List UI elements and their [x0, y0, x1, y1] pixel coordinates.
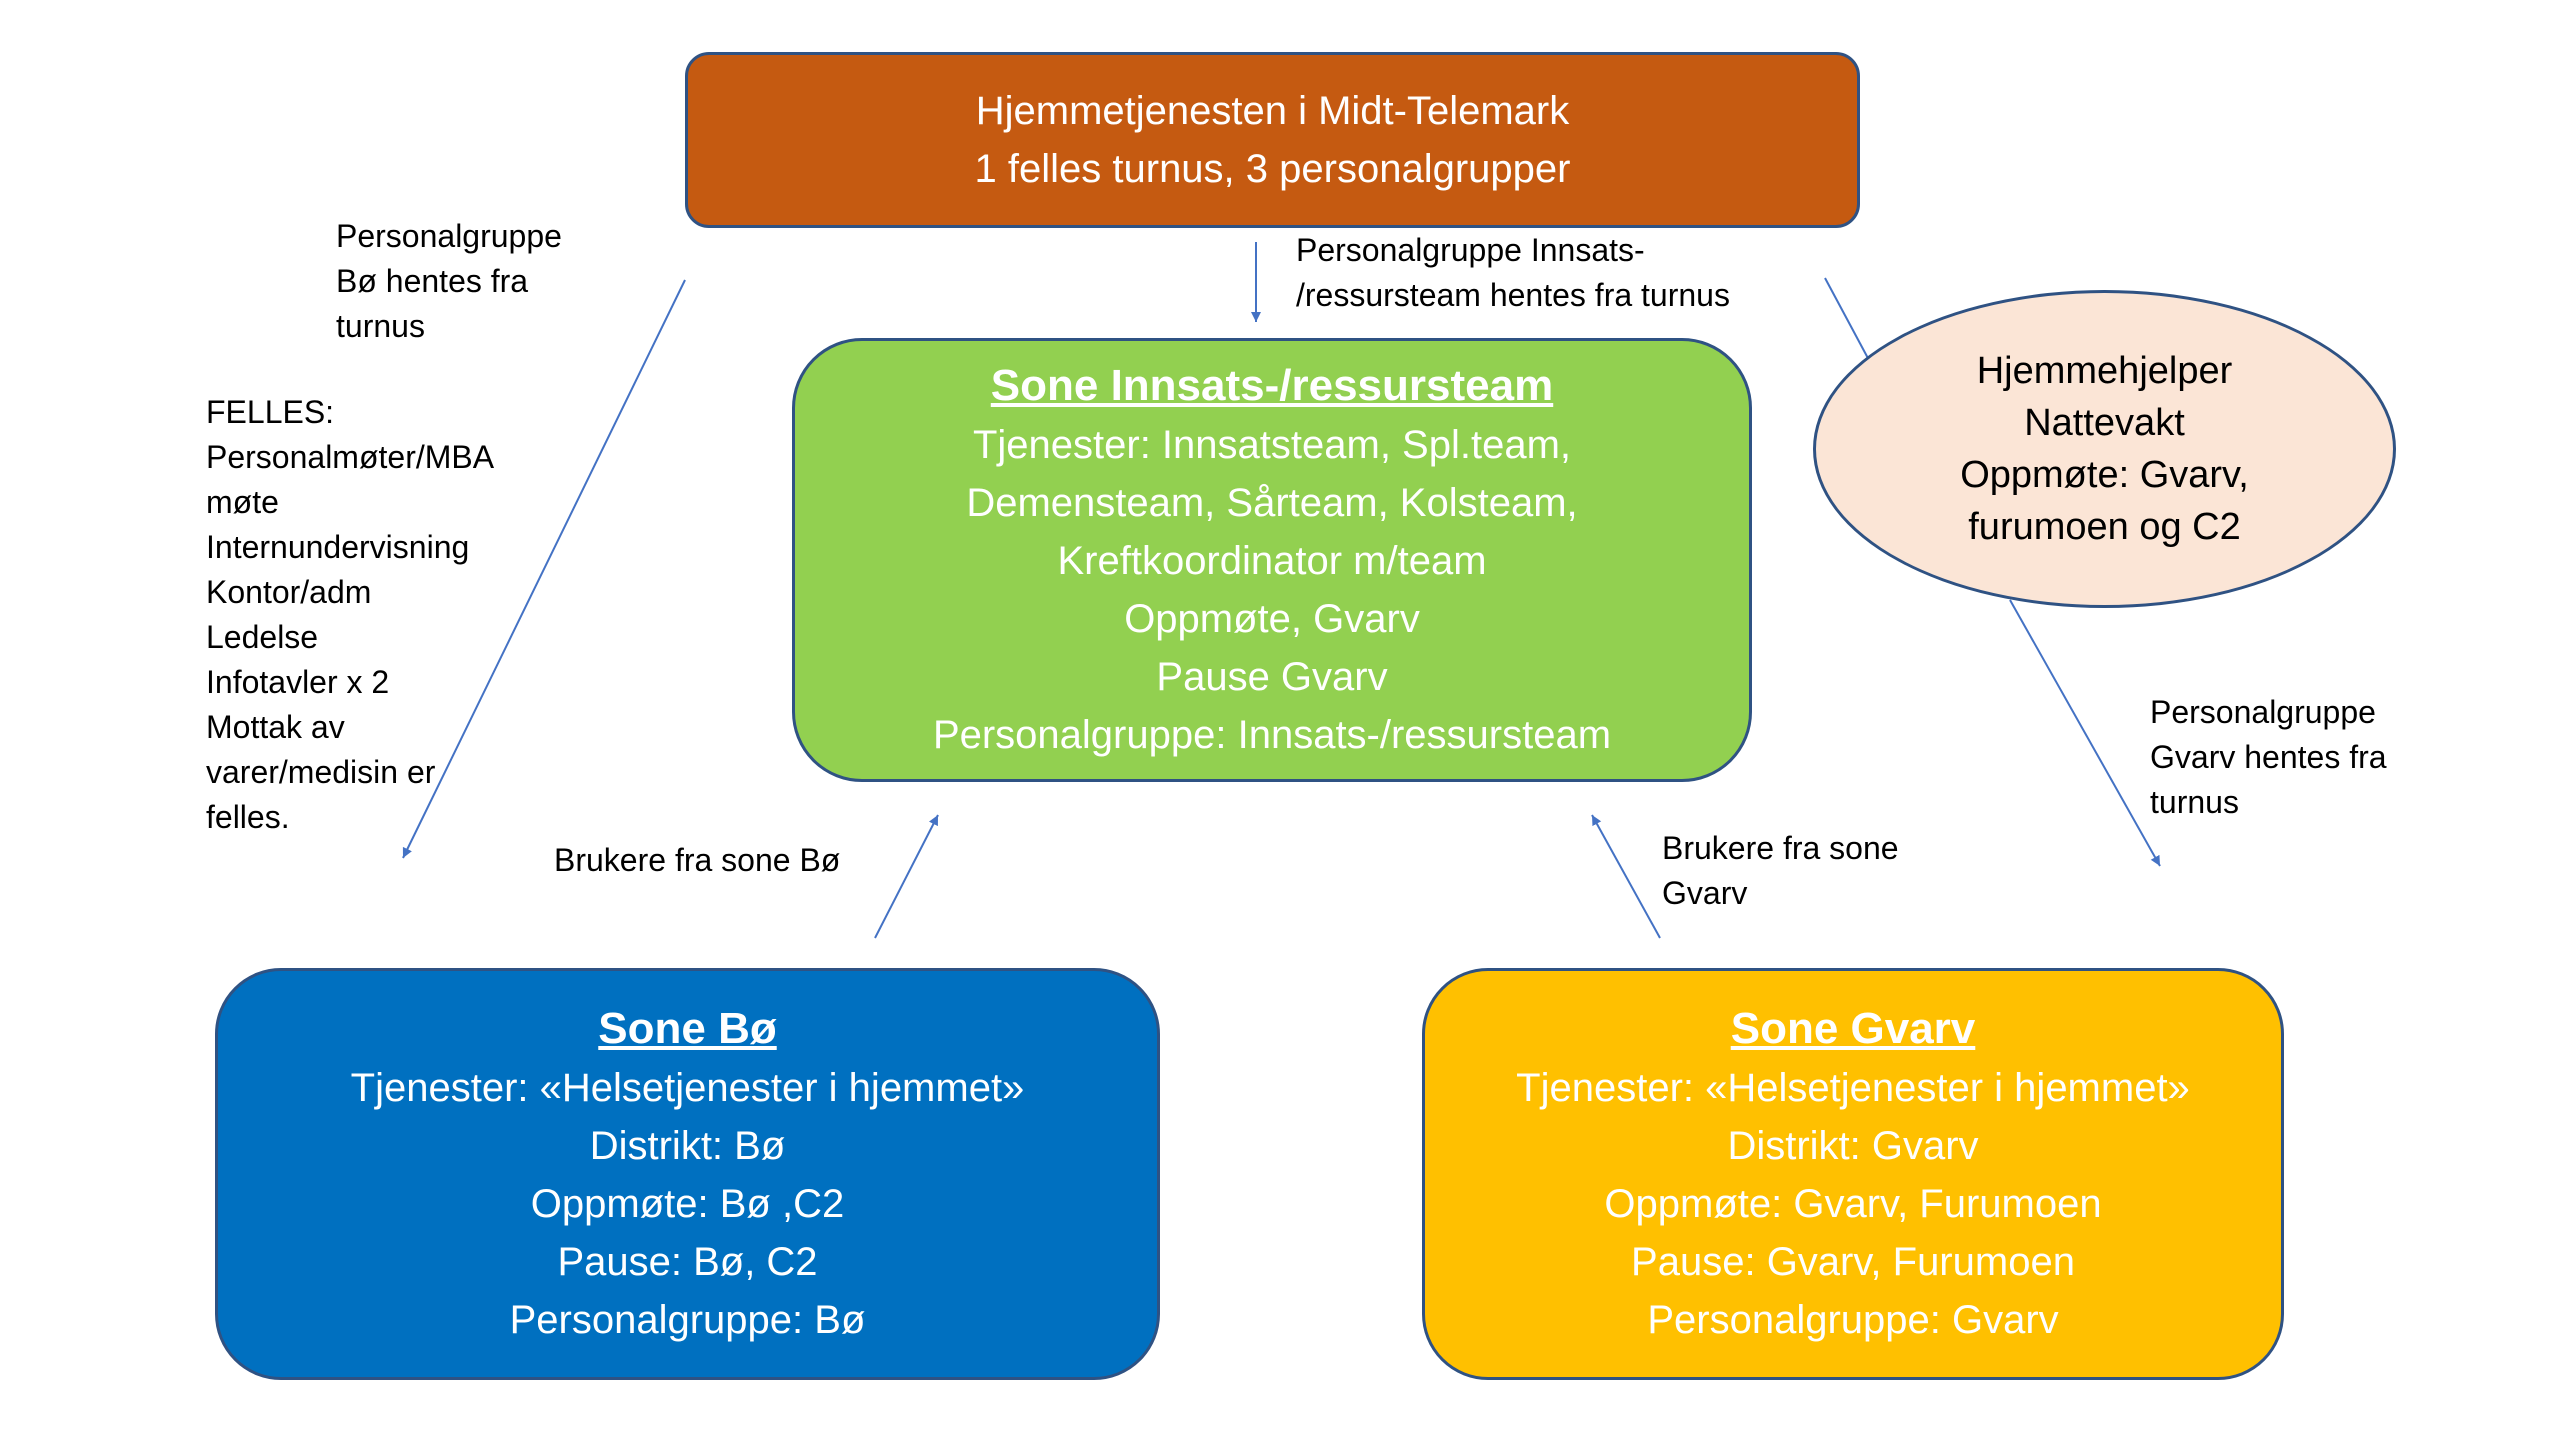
label-personalgruppe-bo-line-1: Personalgruppe [336, 218, 562, 254]
label-felles-line-9: varer/medisin er [206, 754, 436, 790]
label-felles-line-8: Mottak av [206, 709, 345, 745]
label-personalgruppe-bo-line-3: turnus [336, 308, 425, 344]
label-felles-line-5: Kontor/adm [206, 574, 372, 610]
innsats-box-line-4: Oppmøte, Gvarv [1124, 597, 1420, 641]
label-felles-line-3: møte [206, 484, 279, 520]
bo-box-line-4: Pause: Bø, C2 [557, 1240, 818, 1284]
label-personalgruppe-bo-line-2: Bø hentes fra [336, 263, 529, 299]
label-brukere-gvarv: Brukere fra sone Gvarv [1662, 826, 1899, 916]
bo-box-title: Sone Bø [598, 1004, 777, 1053]
label-personalgruppe-gvarv-line-3: turnus [2150, 784, 2239, 820]
arrow-ellipse-to-gvarv [2009, 599, 2161, 867]
label-felles: FELLES: Personalmøter/MBA møte Internund… [206, 390, 494, 840]
ellipse-line-1: Hjemmehjelper [1976, 350, 2233, 392]
gvarv-box-line-5: Personalgruppe: Gvarv [1647, 1298, 2059, 1342]
innsats-box-line-6: Personalgruppe: Innsats-/ressursteam [932, 713, 1612, 757]
connector-top-to-ellipse [1824, 277, 1871, 363]
label-personalgruppe-gvarv: Personalgruppe Gvarv hentes fra turnus [2150, 690, 2387, 825]
bo-box-line-1: Tjenester: «Helsetjenester i hjemmet» [350, 1066, 1025, 1110]
top-box-hjemmetjenesten: Hjemmetjenesten i Midt-Telemark 1 felles… [685, 52, 1860, 228]
bo-box-line-3: Oppmøte: Bø ,C2 [530, 1182, 845, 1226]
label-personalgruppe-gvarv-line-1: Personalgruppe [2150, 694, 2376, 730]
label-felles-line-10: felles. [206, 799, 290, 835]
nattevakt-ellipse: Hjemmehjelper Nattevakt Oppmøte: Gvarv, … [1813, 290, 2396, 608]
label-felles-line-7: Infotavler x 2 [206, 664, 390, 700]
label-brukere-gvarv-line-1: Brukere fra sone [1662, 830, 1899, 866]
innsats-box-line-1: Tjenester: Innsatsteam, Spl.team, [972, 423, 1572, 467]
label-personalgruppe-innsats-line-1: Personalgruppe Innsats- [1296, 232, 1645, 268]
label-brukere-bo-line-1: Brukere fra sone Bø [554, 842, 841, 878]
gvarv-box-line-1: Tjenester: «Helsetjenester i hjemmet» [1516, 1066, 2190, 1110]
top-box-line-1: Hjemmetjenesten i Midt-Telemark [975, 89, 1570, 133]
gvarv-box-line-3: Oppmøte: Gvarv, Furumoen [1604, 1182, 2102, 1226]
gvarv-box-title: Sone Gvarv [1730, 1004, 1976, 1053]
label-brukere-bo: Brukere fra sone Bø [554, 838, 840, 883]
arrow-gvarv-to-innsats [1591, 814, 1661, 939]
innsats-box-title: Sone Innsats-/ressursteam [990, 361, 1554, 410]
gvarv-box-line-4: Pause: Gvarv, Furumoen [1631, 1240, 2075, 1284]
label-personalgruppe-innsats: Personalgruppe Innsats- /ressursteam hen… [1296, 228, 1730, 318]
label-personalgruppe-innsats-line-2: /ressursteam hentes fra turnus [1296, 277, 1730, 313]
bo-box-line-5: Personalgruppe: Bø [509, 1298, 866, 1342]
gvarv-box-line-2: Distrikt: Gvarv [1727, 1124, 1979, 1168]
innsats-box: Sone Innsats-/ressursteam Tjenester: Inn… [792, 338, 1752, 782]
sone-bo-box: Sone Bø Tjenester: «Helsetjenester i hje… [215, 968, 1160, 1380]
label-personalgruppe-bo: Personalgruppe Bø hentes fra turnus [336, 214, 562, 349]
ellipse-line-2: Nattevakt [2024, 402, 2185, 444]
ellipse-line-4: furumoen og C2 [1968, 506, 2241, 548]
label-felles-line-2: Personalmøter/MBA [206, 439, 495, 475]
innsats-box-line-5: Pause Gvarv [1156, 655, 1388, 699]
label-personalgruppe-gvarv-line-2: Gvarv hentes fra [2150, 739, 2387, 775]
label-felles-line-4: Internundervisning [206, 529, 470, 565]
innsats-box-line-2: Demensteam, Sårteam, Kolsteam, [966, 481, 1578, 525]
arrow-bo-to-innsats [874, 814, 939, 939]
label-felles-line-1: FELLES: [206, 394, 335, 430]
sone-gvarv-box: Sone Gvarv Tjenester: «Helsetjenester i … [1422, 968, 2284, 1380]
bo-box-line-2: Distrikt: Bø [589, 1124, 786, 1168]
top-box-line-2: 1 felles turnus, 3 personalgrupper [974, 147, 1571, 191]
innsats-box-line-3: Kreftkoordinator m/team [1057, 539, 1487, 583]
label-brukere-gvarv-line-2: Gvarv [1662, 875, 1748, 911]
ellipse-line-3: Oppmøte: Gvarv, [1960, 454, 2249, 496]
label-felles-line-6: Ledelse [206, 619, 319, 655]
